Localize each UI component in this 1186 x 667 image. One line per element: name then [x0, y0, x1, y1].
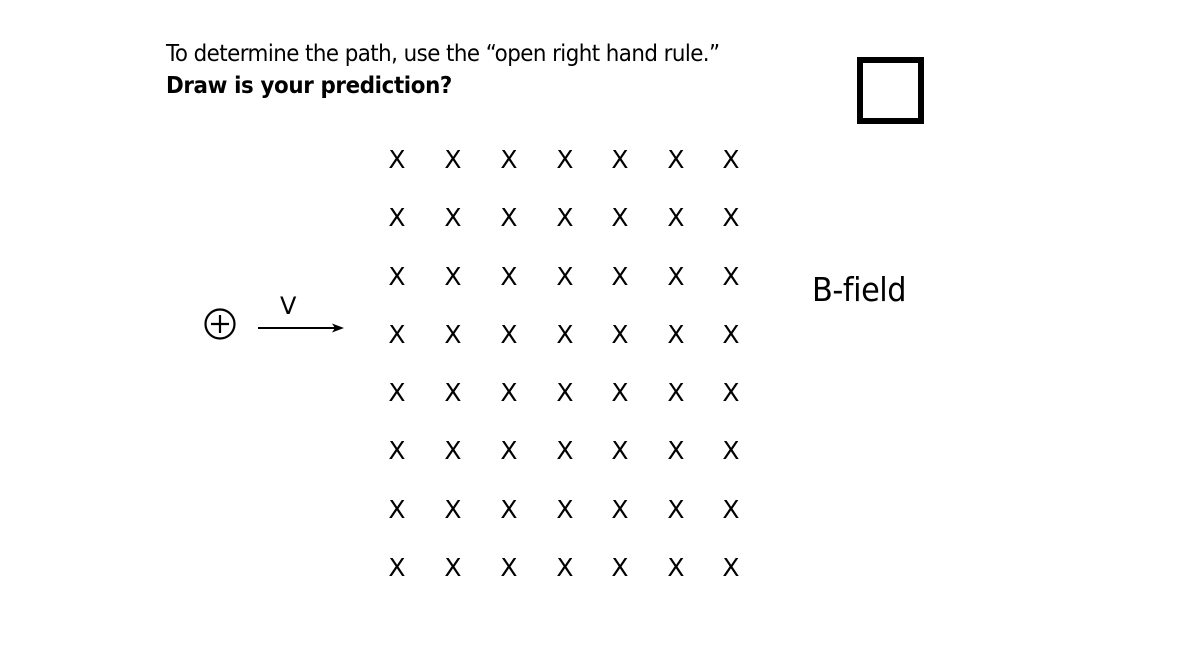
field-into-page-x-mark: X	[500, 262, 518, 291]
velocity-label: V	[280, 292, 297, 320]
field-into-page-x-mark: X	[388, 203, 406, 232]
prediction-question: Draw is your prediction?	[166, 73, 452, 99]
field-into-page-x-mark: X	[667, 436, 685, 465]
field-into-page-x-mark: X	[556, 436, 574, 465]
field-into-page-x-mark: X	[500, 320, 518, 349]
field-into-page-x-mark: X	[388, 378, 406, 407]
field-into-page-x-mark: X	[388, 495, 406, 524]
field-into-page-x-mark: X	[556, 262, 574, 291]
b-field-label: B-field	[812, 270, 907, 309]
field-into-page-x-mark: X	[556, 145, 574, 174]
field-into-page-x-mark: X	[500, 378, 518, 407]
field-into-page-x-mark: X	[500, 495, 518, 524]
field-into-page-x-mark: X	[667, 203, 685, 232]
field-into-page-x-mark: X	[611, 203, 629, 232]
field-into-page-x-mark: X	[500, 436, 518, 465]
field-into-page-x-mark: X	[722, 495, 740, 524]
field-into-page-x-mark: X	[444, 145, 462, 174]
positive-charge-icon	[204, 308, 236, 340]
field-into-page-x-mark: X	[388, 320, 406, 349]
field-into-page-x-mark: X	[388, 145, 406, 174]
field-into-page-x-mark: X	[444, 320, 462, 349]
field-into-page-x-mark: X	[667, 495, 685, 524]
field-into-page-x-mark: X	[444, 553, 462, 582]
field-into-page-x-mark: X	[722, 436, 740, 465]
field-into-page-x-mark: X	[556, 320, 574, 349]
field-into-page-x-mark: X	[556, 553, 574, 582]
field-into-page-x-mark: X	[388, 553, 406, 582]
field-into-page-x-mark: X	[444, 262, 462, 291]
field-into-page-x-mark: X	[556, 203, 574, 232]
field-into-page-x-mark: X	[722, 203, 740, 232]
field-into-page-x-mark: X	[388, 436, 406, 465]
field-into-page-x-mark: X	[611, 145, 629, 174]
field-into-page-x-mark: X	[722, 320, 740, 349]
field-into-page-x-mark: X	[500, 145, 518, 174]
field-into-page-x-mark: X	[667, 378, 685, 407]
field-into-page-x-mark: X	[444, 203, 462, 232]
arrow-right-icon	[258, 323, 344, 333]
field-into-page-x-mark: X	[667, 145, 685, 174]
field-into-page-x-mark: X	[667, 320, 685, 349]
field-into-page-x-mark: X	[556, 495, 574, 524]
field-into-page-x-mark: X	[722, 553, 740, 582]
field-into-page-x-mark: X	[611, 262, 629, 291]
field-into-page-x-mark: X	[444, 436, 462, 465]
field-into-page-x-mark: X	[611, 495, 629, 524]
field-into-page-x-mark: X	[500, 553, 518, 582]
field-into-page-x-mark: X	[667, 262, 685, 291]
field-into-page-x-mark: X	[444, 495, 462, 524]
field-into-page-x-mark: X	[444, 378, 462, 407]
field-into-page-x-mark: X	[722, 262, 740, 291]
field-into-page-x-mark: X	[500, 203, 518, 232]
field-into-page-x-mark: X	[667, 553, 685, 582]
field-into-page-x-mark: X	[611, 378, 629, 407]
field-into-page-x-mark: X	[722, 145, 740, 174]
answer-checkbox[interactable]	[857, 57, 924, 124]
field-into-page-x-mark: X	[388, 262, 406, 291]
instruction-line-1: To determine the path, use the “open rig…	[166, 41, 720, 67]
field-into-page-x-mark: X	[611, 320, 629, 349]
field-into-page-x-mark: X	[722, 378, 740, 407]
field-into-page-x-mark: X	[556, 378, 574, 407]
field-into-page-x-mark: X	[611, 436, 629, 465]
field-into-page-x-mark: X	[611, 553, 629, 582]
